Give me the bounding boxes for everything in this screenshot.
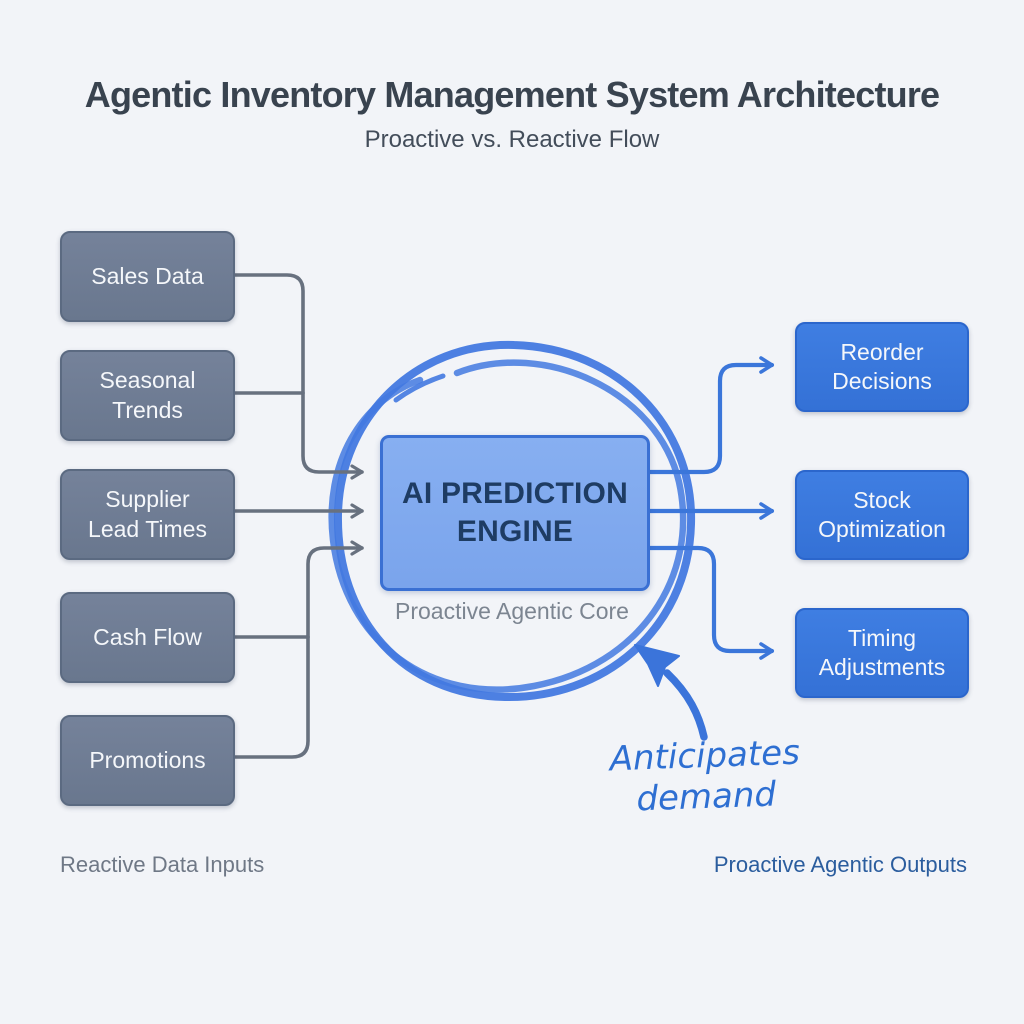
input-box-promotions: Promotions	[60, 715, 235, 806]
input-box-promotions-label: Promotions	[89, 746, 206, 773]
input-box-cash-flow: Cash Flow	[60, 592, 235, 683]
input-box-sales-data: Sales Data	[60, 231, 235, 322]
page-title: Agentic Inventory Management System Arch…	[84, 74, 940, 115]
output-box-timing-adjustments: Timing Adjustments	[795, 608, 969, 698]
sketch-circle-inner-loop	[328, 359, 687, 693]
annotation-arrow-tail	[663, 669, 708, 741]
output-box-reorder-decisions-label: Reorder Decisions	[832, 338, 932, 394]
connector-timing-adjustments	[641, 545, 775, 660]
sketch-circle-outer-loop	[333, 340, 696, 702]
input-box-cash-flow-label: Cash Flow	[93, 623, 202, 650]
outputs-footer-label: Proactive Agentic Outputs	[713, 852, 967, 877]
page-subtitle: Proactive vs. Reactive Flow	[364, 126, 660, 153]
input-box-seasonal-trends: Seasonal Trends	[60, 350, 235, 441]
connector-sales-data	[228, 273, 364, 480]
engine-caption: Proactive Agentic Core	[395, 598, 629, 624]
engine-box-label: AI PREDICTION ENGINE	[402, 476, 628, 548]
sketch-circle	[328, 340, 696, 702]
output-box-timing-adjustments-label: Timing Adjustments	[818, 624, 946, 680]
annotation-text: Anticipates demand	[609, 732, 801, 820]
input-box-sales-data-label: Sales Data	[91, 262, 204, 289]
output-box-stock-optimization: Stock Optimization	[795, 470, 969, 560]
connector-reorder-decisions	[641, 356, 775, 475]
input-box-supplier-lead-times-label: Supplier Lead Times	[88, 486, 207, 542]
input-box-supplier-lead-times: Supplier Lead Times	[60, 469, 235, 560]
annotation-arrowhead-icon	[634, 644, 680, 687]
sketch-circle-top-dash	[393, 373, 446, 403]
inputs-footer-label: Reactive Data Inputs	[60, 852, 265, 877]
annotation-arrow	[634, 644, 708, 741]
output-connectors	[641, 356, 775, 660]
output-box-reorder-decisions: Reorder Decisions	[795, 322, 969, 412]
input-box-seasonal-trends-label: Seasonal Trends	[99, 367, 196, 423]
engine-box: AI PREDICTION ENGINE	[380, 435, 650, 591]
output-box-stock-optimization-label: Stock Optimization	[818, 486, 946, 542]
connector-promotions	[229, 540, 364, 759]
input-connectors	[228, 273, 364, 759]
